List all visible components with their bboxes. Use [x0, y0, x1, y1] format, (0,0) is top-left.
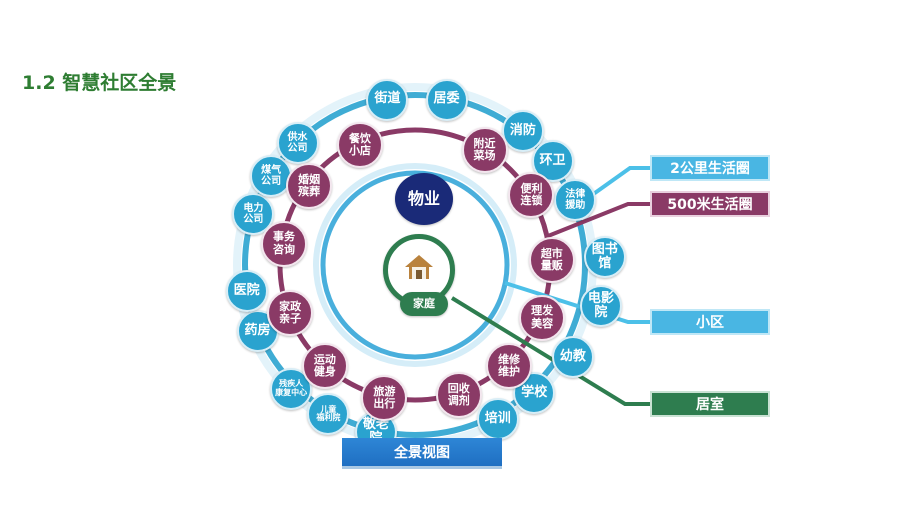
middle-node: 回收 调剂	[435, 372, 482, 419]
outer-node: 图书馆	[583, 236, 626, 279]
home-connector	[450, 296, 650, 406]
outer-node: 儿童 福利院	[307, 393, 350, 436]
outer-node: 幼教	[551, 336, 594, 378]
legend-home: 居室	[650, 391, 770, 417]
legend-community: 小区	[650, 309, 770, 335]
home-label: 家庭	[400, 292, 448, 316]
middle-node: 婚姻 殡葬	[286, 162, 333, 209]
middle-node: 维修 维护	[486, 342, 533, 389]
home-node	[383, 234, 455, 306]
middle-node: 运动 健身	[301, 342, 348, 389]
outer-node: 供水 公司	[276, 122, 319, 165]
outer-node: 电影院	[579, 285, 622, 328]
middle-node: 超市 量贩	[528, 236, 575, 283]
legend-five-hundred-m: 500米生活圈	[650, 191, 770, 217]
overview-banner: 全景视图	[342, 438, 502, 466]
middle-node: 便利 连锁	[508, 172, 555, 219]
middle-node: 理发 美容	[519, 294, 566, 341]
inner-ring-glow	[313, 163, 517, 367]
page-title: 1.2 智慧社区全景	[22, 72, 177, 94]
outer-node: 居委	[425, 78, 468, 121]
outer-node: 医院	[225, 269, 268, 312]
middle-node: 餐饮 小店	[336, 121, 383, 168]
middle-node: 家政 亲子	[267, 290, 314, 337]
outer-node: 街道	[366, 78, 409, 121]
outer-node: 培训	[476, 397, 519, 440]
five-hundred-m-connector	[547, 202, 650, 238]
middle-node: 旅游 出行	[361, 374, 408, 421]
legend-two-km: 2公里生活圈	[650, 155, 770, 181]
outer-node: 法律 援助	[554, 178, 597, 221]
outer-node: 药房	[236, 310, 279, 353]
middle-node: 事务 咨询	[261, 220, 308, 267]
middle-node: 附近 菜场	[461, 127, 508, 174]
outer-node: 煤气 公司	[250, 154, 293, 197]
outer-node: 消防	[501, 110, 544, 153]
property-node: 物业	[395, 173, 453, 225]
inner-ring	[320, 170, 510, 360]
house-icon	[405, 255, 433, 279]
outer-node: 学校	[513, 371, 556, 414]
two-km-connector	[576, 166, 650, 207]
